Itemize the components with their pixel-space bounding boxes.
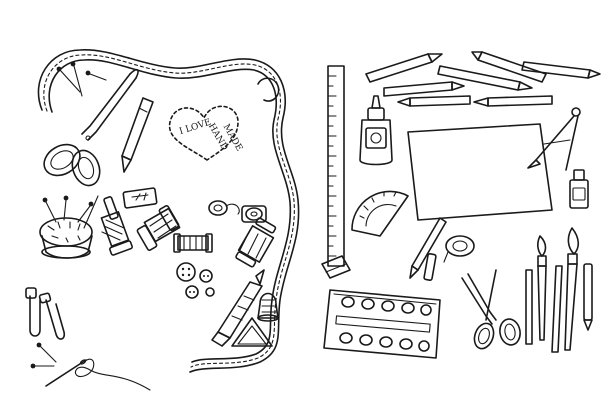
eraser-icon xyxy=(321,255,351,279)
compass-icon xyxy=(527,107,581,171)
watercolor-palette-icon xyxy=(323,289,441,359)
thread-spool-1 xyxy=(100,196,133,256)
razor-blade-icon xyxy=(122,187,158,209)
bobbin-icon xyxy=(208,200,267,223)
safety-pins-icon xyxy=(25,287,66,340)
ruler-icon xyxy=(327,65,345,267)
buttons-icon xyxy=(176,262,215,299)
crayon-icon xyxy=(423,253,437,281)
marker-pen-icon xyxy=(121,97,154,173)
thread-spool-2 xyxy=(136,205,181,251)
measuring-tape xyxy=(37,49,300,373)
pencil-icon xyxy=(409,217,447,279)
needle-thread-icon xyxy=(45,358,151,391)
thimble-icon xyxy=(257,292,279,322)
craft-knife-icon xyxy=(211,269,265,347)
loose-pins-icon xyxy=(30,342,57,369)
paint-brushes-icon xyxy=(525,227,593,353)
glue-bottle-icon xyxy=(359,95,393,166)
paper-sheet-icon xyxy=(407,123,553,221)
thread-spool-4 xyxy=(235,217,277,268)
tailor-chalk-icon xyxy=(231,317,273,347)
ink-bottle-icon xyxy=(569,169,589,209)
pencils-icon xyxy=(365,51,601,107)
heart-note: I LOVE HAND MADE xyxy=(168,105,244,161)
pin-cushion-icon xyxy=(39,195,99,259)
scissors-right-icon xyxy=(461,269,521,350)
protractor-icon xyxy=(351,190,409,237)
tape-roll-icon xyxy=(443,235,475,263)
pins-icon xyxy=(56,61,107,97)
thread-spool-3 xyxy=(173,233,213,253)
tape-loop xyxy=(257,77,280,102)
scissors-icon xyxy=(43,68,139,187)
